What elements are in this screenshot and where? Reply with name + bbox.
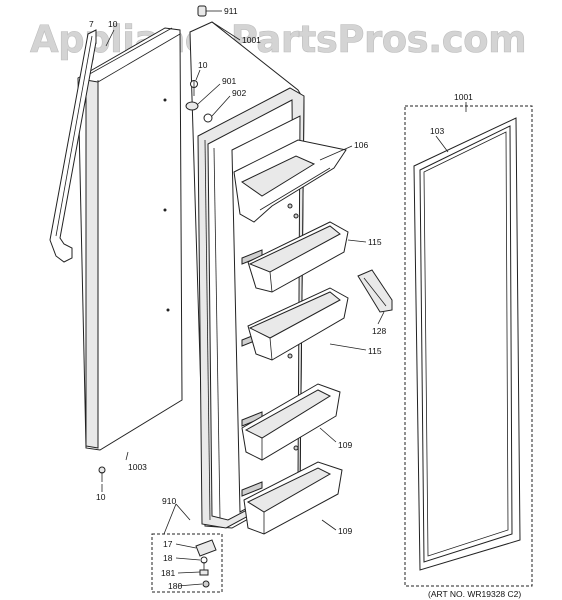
callout-labels: 7 10 911 1001 10 901 902 106 115 115 128…	[89, 6, 473, 591]
callout-1001-right: 1001	[454, 92, 473, 102]
callout-10-top: 10	[108, 19, 118, 29]
callout-17: 17	[163, 539, 173, 549]
leader-lines	[95, 10, 467, 587]
door-bin-upper	[247, 221, 349, 293]
callout-1001-top: 1001	[242, 35, 261, 45]
callout-180: 180	[168, 581, 182, 591]
callout-109-upper: 109	[338, 440, 352, 450]
callout-128: 128	[372, 326, 386, 336]
callout-10-bottom: 10	[96, 492, 106, 502]
callout-115-upper: 115	[368, 237, 382, 247]
art-number: (ART NO. WR19328 C2)	[428, 589, 521, 599]
callout-10-mid: 10	[198, 60, 208, 70]
hinge-kit-box	[151, 533, 223, 593]
callout-115-lower: 115	[368, 346, 382, 356]
watermark: AppliancePartsPros.com	[30, 18, 526, 61]
callout-1003: 1003	[128, 462, 147, 472]
top-hinge-hardware	[185, 5, 213, 123]
bottom-screw	[98, 466, 106, 482]
door-bin-lower	[247, 287, 349, 361]
callout-911: 911	[224, 6, 238, 16]
callout-910: 910	[162, 496, 176, 506]
callout-106: 106	[354, 140, 368, 150]
callout-181: 181	[161, 568, 175, 578]
outer-door-panel	[77, 27, 183, 451]
callout-901: 901	[222, 76, 236, 86]
bottom-hinge-hardware	[195, 539, 217, 588]
door-handle	[49, 29, 97, 263]
door-shelf-lower	[243, 461, 343, 535]
callout-109-lower: 109	[338, 526, 352, 536]
callout-103: 103	[430, 126, 444, 136]
door-gasket	[413, 117, 521, 571]
door-shelf-upper	[241, 383, 341, 461]
callout-7: 7	[89, 19, 94, 29]
dispenser-cover	[233, 139, 347, 223]
callout-902: 902	[232, 88, 246, 98]
shelf-clip	[357, 269, 393, 313]
gasket-kit-box	[404, 105, 533, 587]
callout-18: 18	[163, 553, 173, 563]
